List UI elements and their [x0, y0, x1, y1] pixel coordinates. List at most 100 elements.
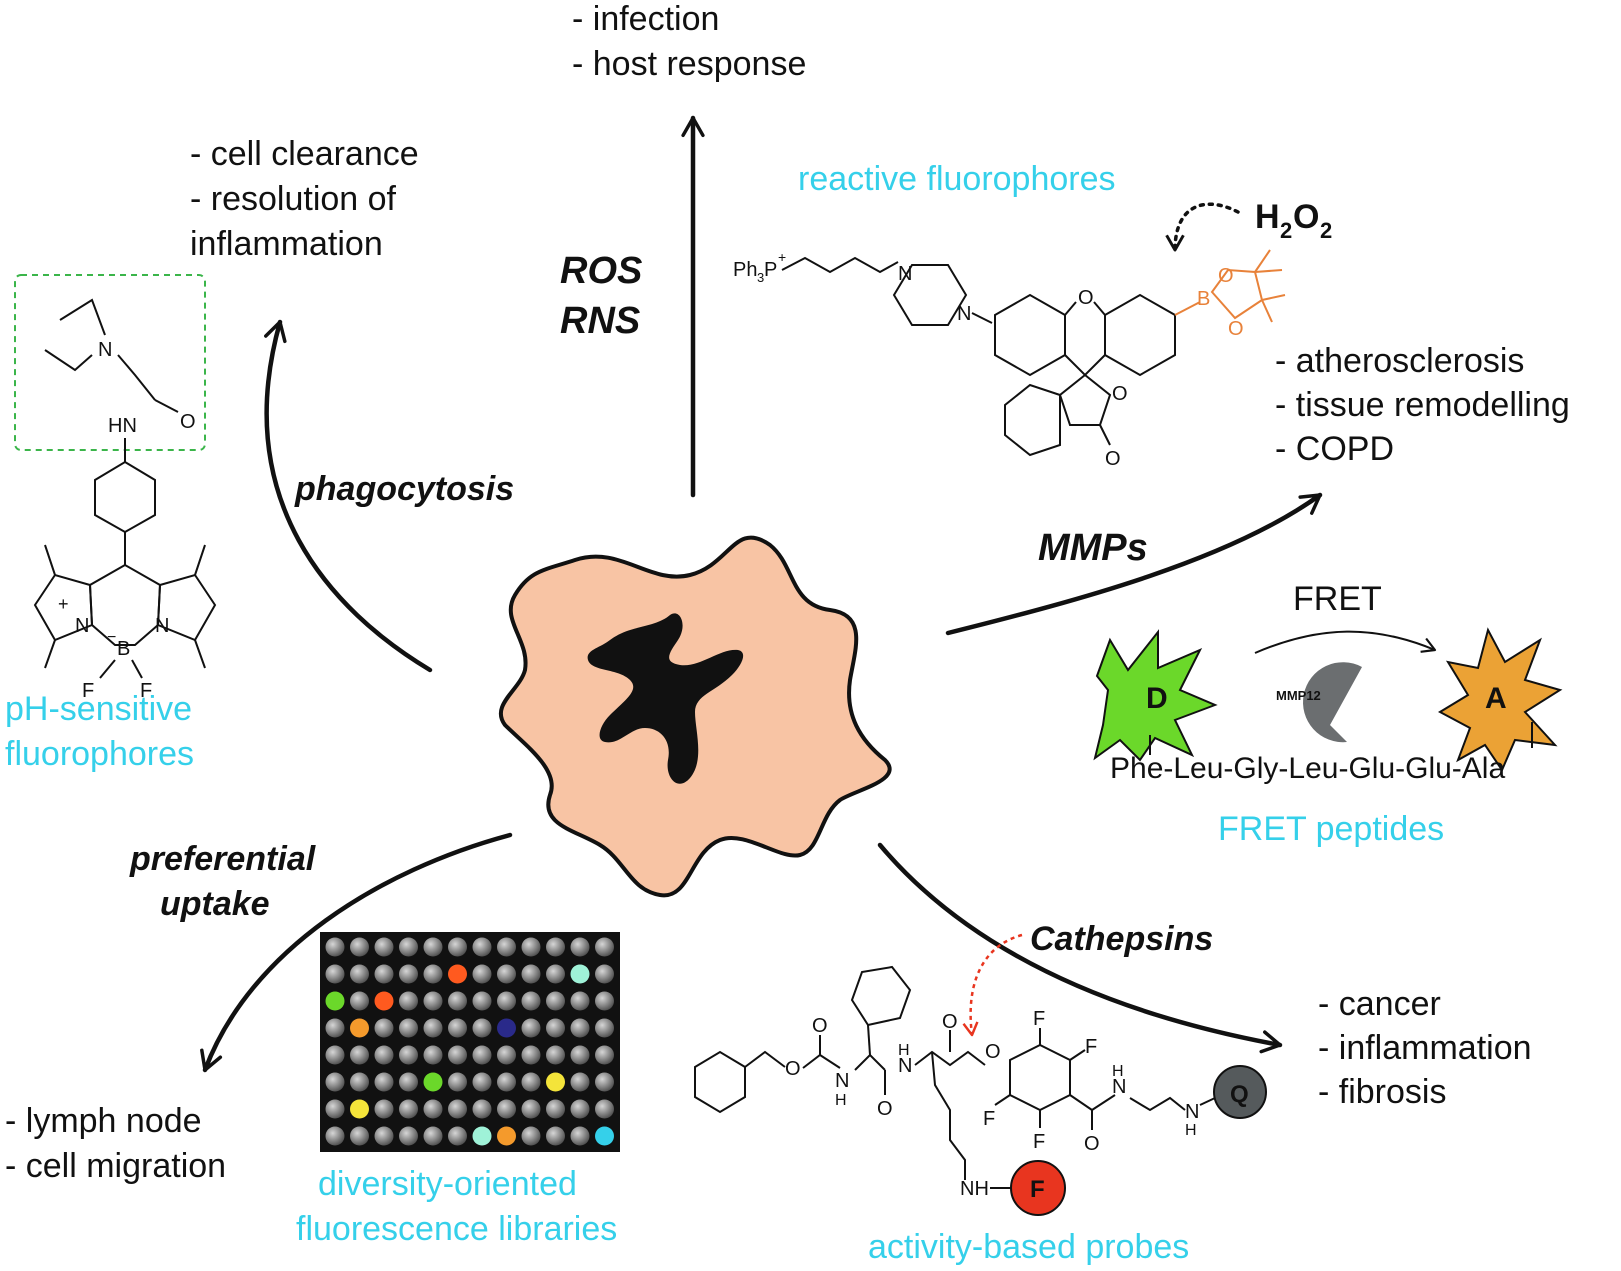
label-uptake: uptake: [160, 885, 270, 923]
pyrrole-left: [33, 573, 94, 642]
well: [423, 964, 443, 984]
lys-backbone: [914, 1050, 986, 1067]
well: [374, 1126, 394, 1146]
cell-membrane: [498, 535, 892, 898]
well: [570, 1126, 590, 1146]
bodipy-plus: +: [58, 594, 69, 614]
phe-o: O: [877, 1098, 893, 1120]
well: [497, 1072, 516, 1092]
acceptor-burst: [1437, 627, 1563, 773]
well: [497, 1045, 516, 1065]
boronate-o2: O: [1228, 318, 1244, 340]
well: [521, 991, 541, 1011]
well: [570, 1018, 590, 1038]
well-colored: [595, 1126, 614, 1146]
outcome-inflammation-2: - inflammation: [1318, 1029, 1532, 1067]
well: [521, 937, 541, 957]
well: [374, 1045, 394, 1065]
ph3p-ph: Ph: [733, 259, 757, 281]
ph3p-plus: +: [778, 249, 786, 265]
fluorophore-label: F: [1030, 1176, 1045, 1203]
methyl-bl: [44, 639, 56, 669]
quencher-label: Q: [1230, 1081, 1249, 1108]
h2o2-attack-arrow: [1165, 202, 1240, 252]
well: [546, 991, 565, 1011]
well: [595, 1099, 614, 1119]
well: [325, 1099, 345, 1119]
ketone-o: O: [942, 1011, 958, 1033]
bond-n-xanthene: [971, 312, 993, 324]
probe-fret-peptides: FRET peptides: [1218, 810, 1444, 848]
h2o2-sub-2: 2: [1320, 218, 1332, 243]
label-rns: RNS: [560, 300, 640, 342]
well: [448, 1045, 467, 1065]
fret-peptide-scheme: FRET D MMP12 A Phe-Leu-Gly-Leu-Glu-Glu-A…: [1093, 580, 1563, 785]
cell-nucleus: [587, 613, 744, 784]
label-mmps: MMPs: [1038, 527, 1148, 569]
well: [448, 1099, 467, 1119]
probe-ph-sensitive-2: fluorophores: [5, 735, 194, 773]
fret-label: FRET: [1293, 580, 1382, 618]
methyl-1: [1254, 249, 1271, 273]
well: [546, 1018, 565, 1038]
methyl-br: [194, 639, 206, 669]
well: [399, 1018, 418, 1038]
donor-burst: [1093, 629, 1218, 762]
well: [546, 1099, 565, 1119]
boron-b: B: [1197, 288, 1210, 310]
well: [570, 937, 590, 957]
well: [350, 1045, 369, 1065]
well: [423, 1018, 443, 1038]
well-colored: [350, 1099, 369, 1119]
well-colored: [448, 964, 467, 984]
spiro-bonds: [1064, 354, 1106, 377]
h2o2-h: H: [1255, 198, 1280, 236]
bodipy-minus: −: [107, 629, 116, 646]
probe-dofl-1: diversity-oriented: [318, 1165, 577, 1203]
outcome-atherosclerosis: - atherosclerosis: [1275, 342, 1524, 380]
well: [521, 1099, 541, 1119]
bodipy-n-right: N: [155, 615, 169, 637]
activity-based-probe-structure: O O N H O N H O NH O F F F F O N H: [694, 933, 1267, 1216]
well: [423, 937, 443, 957]
lys-nh: NH: [960, 1178, 989, 1200]
well: [546, 964, 565, 984]
well: [472, 1045, 492, 1065]
well: [448, 1126, 467, 1146]
well: [546, 1126, 565, 1146]
cbz-o: O: [785, 1058, 801, 1080]
well: [325, 1045, 345, 1065]
cbz-benzene: [694, 1050, 746, 1114]
amide-hn: HN: [108, 415, 137, 437]
methyl-tr: [194, 544, 206, 576]
ring-f-1: F: [1033, 1008, 1045, 1030]
boronate-o1: O: [1218, 265, 1234, 287]
ethyl-2: [59, 298, 106, 336]
carbonyl-o: O: [1105, 448, 1121, 470]
outcome-cell-migration: - cell migration: [5, 1147, 226, 1185]
well: [546, 937, 565, 957]
piperazine-ring: [892, 264, 968, 326]
phe-ch2: [867, 1024, 871, 1056]
label-ros: ROS: [560, 250, 642, 292]
fluorophore-f: [1010, 1160, 1066, 1216]
amine-dashed-box: [14, 274, 206, 451]
well: [497, 964, 516, 984]
h2o2-sub-1: 2: [1280, 218, 1292, 243]
donor-d: D: [1146, 682, 1168, 715]
well: [570, 991, 590, 1011]
outcome-cell-clearance: - cell clearance: [190, 135, 419, 173]
well: [374, 937, 394, 957]
cathepsin-cleavage-arrow: [962, 933, 1023, 1037]
fret-arrow: [1254, 630, 1437, 654]
well: [570, 1045, 590, 1065]
outcome-infection: - infection: [572, 0, 719, 38]
amide-co: [154, 399, 179, 413]
lactone-o: O: [1112, 383, 1128, 405]
ph3p-p: P: [764, 259, 777, 281]
bodipy-f1: F: [82, 680, 94, 702]
well: [448, 1018, 467, 1038]
well: [570, 1072, 590, 1092]
well: [325, 937, 345, 957]
